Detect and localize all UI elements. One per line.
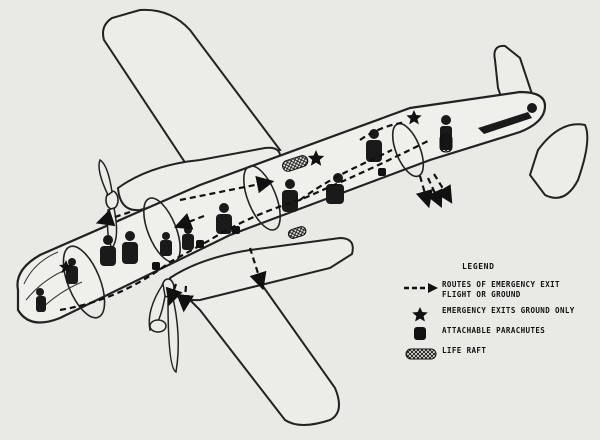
life-raft-icon-2 — [287, 226, 307, 239]
legend: LEGEND ROUTES OF EMERGENCY EXIT FLIGHT O… — [398, 258, 594, 368]
life-raft-icon — [405, 348, 437, 360]
legend-title: LEGEND — [462, 262, 495, 271]
legend-item-parachutes: ATTACHABLE PARACHUTES — [398, 326, 594, 348]
bulkhead-3 — [243, 165, 281, 231]
far-engine-nacelle — [116, 146, 282, 212]
life-raft-icon-3 — [439, 133, 453, 153]
parachute-square-icon — [414, 327, 426, 340]
horizontal-stabilizer-lower — [528, 123, 589, 199]
legend-item-sublabel: FLIGHT OR GROUND — [442, 290, 521, 299]
star-icon — [412, 307, 428, 322]
legend-item-life-raft: LIFE RAFT — [398, 346, 594, 368]
emergency-exit-star-icon — [58, 110, 422, 274]
exit-route-arrow-icon — [59, 120, 453, 313]
legend-item-exits-ground: EMERGENCY EXITS GROUND ONLY — [398, 306, 594, 328]
life-raft-icon — [282, 155, 309, 172]
far-wing — [102, 8, 282, 172]
dashed-arrow-icon — [404, 283, 438, 293]
legend-item-label: EMERGENCY EXITS GROUND ONLY — [442, 306, 575, 315]
near-propeller — [148, 278, 179, 374]
near-wing — [178, 266, 340, 426]
legend-item-exit-routes: ROUTES OF EMERGENCY EXIT FLIGHT OR GROUN… — [398, 280, 594, 302]
legend-item-label: ATTACHABLE PARACHUTES — [442, 326, 546, 335]
legend-item-label: ROUTES OF EMERGENCY EXIT — [442, 280, 560, 289]
legend-item-label: LIFE RAFT — [442, 346, 487, 355]
